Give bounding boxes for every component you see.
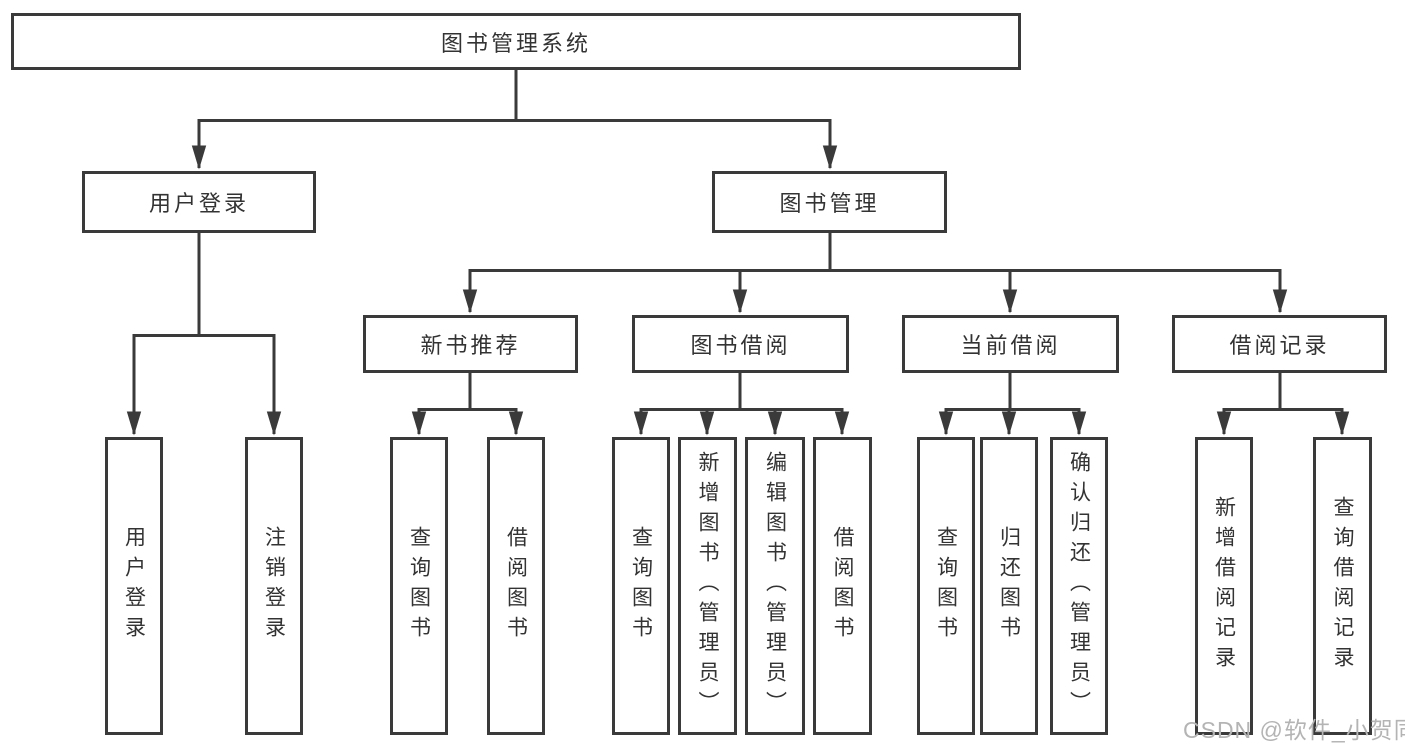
node-leaf-bb-edit-books-label: 编辑图书（管理员） xyxy=(763,451,787,721)
node-leaf-bb-query-books-label: 查询图书 xyxy=(629,526,653,646)
connector-current-borrow-to-leaves xyxy=(938,373,1087,436)
node-leaf-bb-add-books: 新增图书（管理员） xyxy=(678,437,737,735)
connector-book-mgmt-to-level3 xyxy=(462,233,1288,314)
node-leaf-cb-return-books: 归还图书 xyxy=(980,437,1038,735)
node-user-login-branch: 用户登录 xyxy=(82,171,316,233)
connector-user-login-to-leaves xyxy=(126,233,282,436)
node-leaf-bb-borrow-books-label: 借阅图书 xyxy=(831,526,854,646)
node-root: 图书管理系统 xyxy=(11,13,1021,70)
node-leaf-user-login-label: 用户登录 xyxy=(122,526,146,646)
node-leaf-bb-borrow-books: 借阅图书 xyxy=(813,437,872,735)
node-leaf-logout-label: 注销登录 xyxy=(262,526,286,646)
node-current-borrow-label: 当前借阅 xyxy=(960,333,1061,358)
node-book-borrow-label: 图书借阅 xyxy=(690,333,791,358)
node-book-mgmt-branch: 图书管理 xyxy=(712,171,947,233)
connector-book-borrow-to-leaves xyxy=(633,373,850,436)
connector-new-book-rec-to-leaves xyxy=(411,373,524,436)
node-leaf-bb-query-books: 查询图书 xyxy=(612,437,670,735)
node-leaf-cb-query-books: 查询图书 xyxy=(917,437,975,735)
node-leaf-br-add-record: 新增借阅记录 xyxy=(1195,437,1253,735)
node-leaf-br-add-record-label: 新增借阅记录 xyxy=(1212,496,1236,676)
node-leaf-rec-query-books: 查询图书 xyxy=(390,437,448,735)
node-leaf-br-query-record-label: 查询借阅记录 xyxy=(1331,496,1354,676)
node-leaf-rec-borrow-books-label: 借阅图书 xyxy=(504,526,528,646)
node-borrow-records: 借阅记录 xyxy=(1172,315,1387,373)
node-leaf-user-login: 用户登录 xyxy=(105,437,163,735)
connector-root-to-level2 xyxy=(191,70,838,170)
node-leaf-logout: 注销登录 xyxy=(245,437,303,735)
node-leaf-bb-add-books-label: 新增图书（管理员） xyxy=(696,451,719,721)
node-leaf-rec-query-books-label: 查询图书 xyxy=(407,526,431,646)
node-new-book-rec-label: 新书推荐 xyxy=(420,333,521,358)
node-root-label: 图书管理系统 xyxy=(440,30,591,56)
node-leaf-cb-query-books-label: 查询图书 xyxy=(934,526,958,646)
node-new-book-rec: 新书推荐 xyxy=(363,315,578,373)
node-leaf-cb-confirm-return-label: 确认归还（管理员） xyxy=(1067,451,1091,721)
node-leaf-br-query-record: 查询借阅记录 xyxy=(1313,437,1372,735)
node-leaf-cb-confirm-return: 确认归还（管理员） xyxy=(1050,437,1108,735)
node-leaf-cb-return-books-label: 归还图书 xyxy=(997,526,1021,646)
node-book-borrow: 图书借阅 xyxy=(632,315,849,373)
csdn-watermark: CSDN @软件_小贺同学 xyxy=(1183,717,1405,743)
node-user-login-branch-label: 用户登录 xyxy=(148,191,249,216)
node-book-mgmt-branch-label: 图书管理 xyxy=(779,191,880,216)
node-borrow-records-label: 借阅记录 xyxy=(1229,333,1330,358)
node-leaf-bb-edit-books: 编辑图书（管理员） xyxy=(745,437,805,735)
node-current-borrow: 当前借阅 xyxy=(902,315,1119,373)
connector-borrow-records-to-leaves xyxy=(1216,373,1350,436)
node-leaf-rec-borrow-books: 借阅图书 xyxy=(487,437,545,735)
